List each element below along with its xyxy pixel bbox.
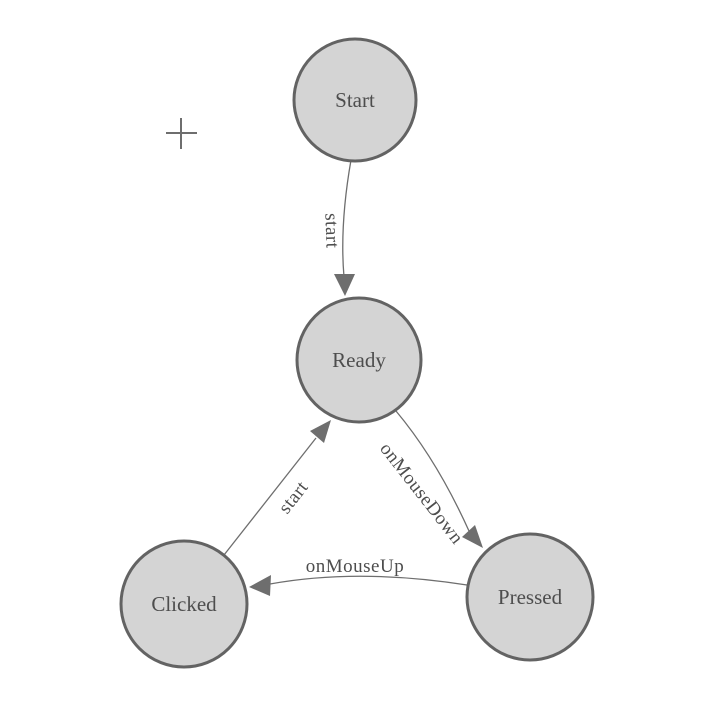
plus-crosshair-icon	[166, 118, 197, 149]
state-circle[interactable]	[465, 532, 595, 662]
transition-line[interactable]	[342, 159, 352, 278]
transition-line[interactable]	[395, 410, 470, 532]
state-circle[interactable]	[119, 539, 249, 669]
transition-line[interactable]	[223, 437, 317, 556]
state-node-clicked[interactable]: Clicked	[119, 539, 249, 669]
transition-pressed-to-clicked[interactable]: onMouseUp	[249, 556, 468, 596]
transition-line[interactable]	[269, 575, 468, 586]
arrowhead-icon	[334, 274, 355, 296]
transition-label: start	[320, 213, 342, 249]
transition-ready-to-pressed[interactable]: onMouseDown	[375, 410, 483, 549]
transition-label: onMouseDown	[375, 439, 467, 549]
state-circle[interactable]	[292, 37, 418, 163]
state-node-pressed[interactable]: Pressed	[465, 532, 595, 662]
arrowhead-icon	[462, 525, 483, 548]
state-label: Clicked	[151, 592, 217, 616]
state-label: Ready	[332, 348, 386, 372]
state-label: Pressed	[498, 585, 563, 609]
transition-label: onMouseUp	[306, 556, 404, 577]
arrowhead-icon	[249, 575, 271, 596]
state-circle[interactable]	[295, 296, 423, 424]
state-node-ready[interactable]: Ready	[295, 296, 423, 424]
transition-clicked-to-ready[interactable]: start	[223, 420, 331, 556]
transition-start-to-ready[interactable]: start	[320, 159, 355, 296]
state-label: Start	[335, 88, 375, 112]
state-node-start[interactable]: Start	[292, 37, 418, 163]
arrowhead-icon	[310, 420, 331, 443]
